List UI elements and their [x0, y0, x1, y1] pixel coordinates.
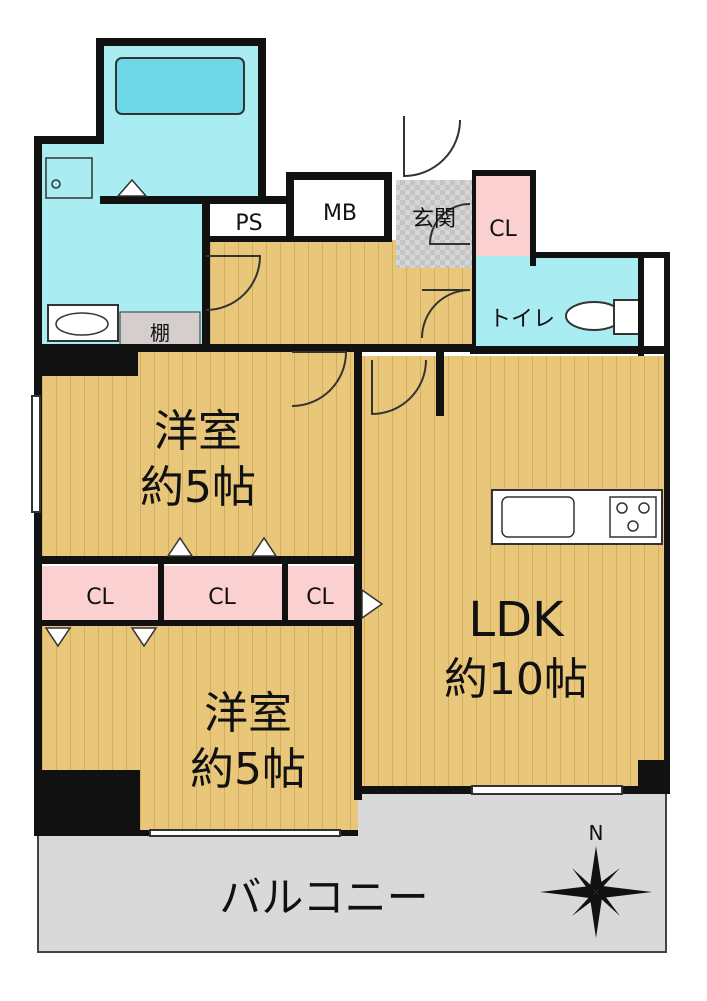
closet-c-label: CL [306, 585, 334, 610]
shelf-label: 棚 [150, 321, 170, 345]
burner-icon [627, 520, 639, 532]
washer-tap-icon [45, 157, 93, 199]
balcony-label: バルコニー [219, 873, 428, 922]
closet-b-label: CL [208, 585, 236, 610]
ldk-size: 約10帖 [444, 654, 588, 705]
fold-door-markers [44, 178, 384, 648]
closet-c [286, 566, 354, 622]
closet-b [164, 566, 282, 622]
western-room-1-size: 約5帖 [140, 462, 256, 513]
closet-a [42, 566, 160, 622]
doors [205, 116, 471, 416]
windows [31, 395, 623, 837]
western-room-1-name: 洋室 [154, 406, 242, 457]
closet-entrance [474, 172, 532, 264]
drain-icon [51, 179, 61, 189]
ldk-room [360, 356, 664, 792]
burner-icon [638, 502, 650, 514]
ldk-name: LDK [468, 592, 565, 648]
western-room-1 [38, 350, 358, 562]
western-room-2-size: 約5帖 [190, 744, 306, 795]
shelf [119, 311, 201, 347]
toilet-label: トイレ [489, 307, 555, 332]
compass-icon [540, 846, 652, 938]
entrance-label: 玄関 [412, 207, 456, 232]
toilet-tank-icon [613, 299, 641, 335]
ps-label: PS [235, 211, 262, 236]
kitchen-sink-icon [501, 496, 575, 538]
ps-space [206, 202, 292, 240]
closet-a-label: CL [86, 585, 114, 610]
burner-icon [616, 502, 628, 514]
sink-icon [55, 312, 109, 336]
western-room-2-name: 洋室 [204, 688, 292, 739]
north-label: N [589, 821, 604, 845]
bathtub [115, 57, 245, 115]
mb-label: MB [323, 201, 357, 226]
closet-entrance-label: CL [489, 217, 517, 242]
mb-space [292, 176, 388, 240]
